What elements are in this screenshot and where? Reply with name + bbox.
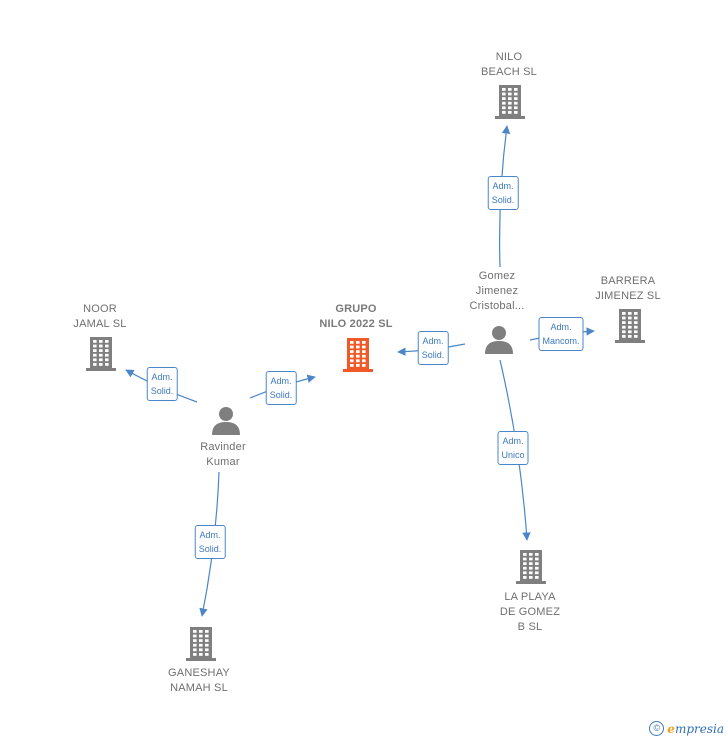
copyright-icon: © bbox=[649, 721, 665, 736]
building-icon bbox=[495, 85, 525, 119]
edge-label-gomez-barrera[interactable]: Adm. Mancom. bbox=[538, 317, 584, 351]
node-gomez[interactable] bbox=[484, 324, 514, 359]
node-label[interactable]: Ravinder Kumar bbox=[200, 441, 246, 468]
node-label[interactable]: Gomez Jimenez Cristobal... bbox=[469, 270, 525, 312]
node-noor[interactable] bbox=[85, 336, 117, 377]
person-icon bbox=[212, 407, 240, 435]
node-label[interactable]: GRUPO NILO 2022 SL bbox=[319, 303, 393, 330]
node-ravinder[interactable] bbox=[211, 405, 241, 440]
node-label[interactable]: LA PLAYA DE GOMEZ B SL bbox=[499, 591, 561, 633]
node-barrera[interactable] bbox=[614, 308, 646, 349]
node-label[interactable]: NILO BEACH SL bbox=[480, 51, 538, 78]
edge-label-ravinder-noor[interactable]: Adm. Solid. bbox=[146, 367, 178, 401]
edge-label-gomez-nilo_beach[interactable]: Adm. Solid. bbox=[487, 176, 519, 210]
node-nilo-beach[interactable] bbox=[494, 84, 526, 125]
node-label[interactable]: GANESHAY NAMAH SL bbox=[168, 667, 230, 694]
brand-logo: empresia bbox=[667, 721, 724, 736]
edge-label-ravinder-grupo[interactable]: Adm. Solid. bbox=[265, 371, 297, 405]
person-icon bbox=[485, 326, 513, 354]
node-la-playa[interactable] bbox=[515, 549, 547, 590]
edge-label-ravinder-ganeshay[interactable]: Adm. Solid. bbox=[194, 525, 226, 559]
edge-label-gomez-la_playa[interactable]: Adm. Unico bbox=[497, 431, 529, 465]
edge-label-gomez-grupo[interactable]: Adm. Solid. bbox=[417, 331, 449, 365]
building-icon bbox=[86, 337, 116, 371]
footer-brand[interactable]: © empresia bbox=[649, 721, 724, 736]
building-icon bbox=[615, 309, 645, 343]
node-ganeshay[interactable] bbox=[185, 626, 217, 667]
node-label[interactable]: BARRERA JIMENEZ SL bbox=[595, 275, 661, 302]
node-grupo[interactable] bbox=[342, 337, 374, 378]
building-icon bbox=[343, 338, 373, 372]
building-icon bbox=[186, 627, 216, 661]
node-label[interactable]: NOOR JAMAL SL bbox=[73, 303, 127, 330]
building-icon bbox=[516, 550, 546, 584]
